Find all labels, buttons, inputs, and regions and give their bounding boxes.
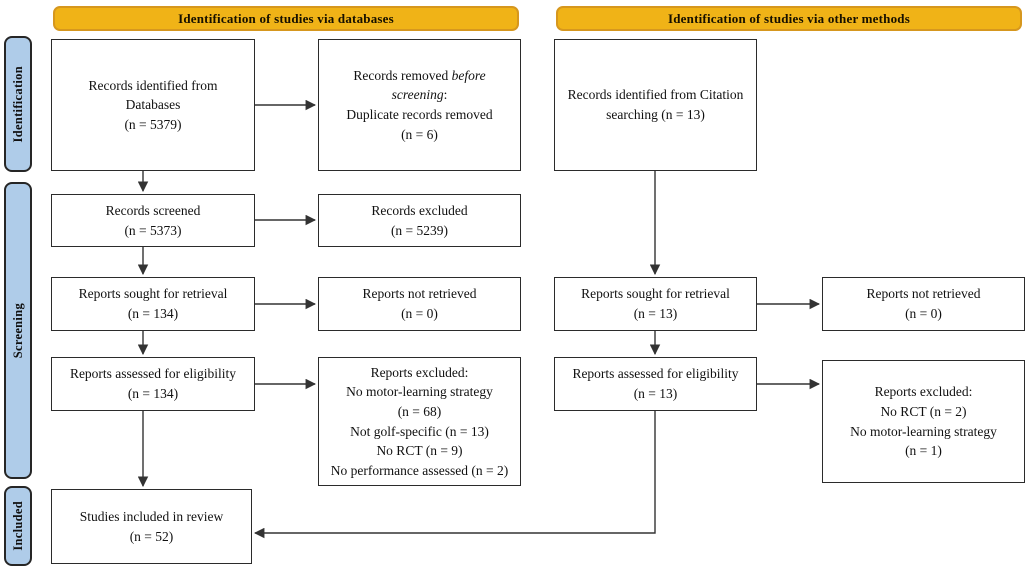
box-text-line: (n = 0) — [401, 306, 438, 321]
box-reports-assessed-databases: Reports assessed for eligibility (n = 13… — [51, 357, 255, 411]
box-text-line: (n = 5239) — [390, 222, 449, 238]
box-text-line: Records removed before screening: — [353, 67, 486, 103]
box-text-line: (n = 5379) — [124, 116, 182, 132]
box-text-line: Records excluded — [371, 202, 468, 218]
stage-screening: Screening — [4, 182, 32, 479]
header-databases: Identification of studies via databases — [53, 6, 519, 31]
box-text-line: No RCT (n = 2) — [880, 403, 967, 419]
box-text-line: Reports sought for retrieval — [581, 286, 730, 302]
box-text-line: Not golf-specific (n = 13) — [350, 423, 489, 439]
box-text-line: Reports not retrieved — [362, 286, 477, 302]
box-text-line: Duplicate records removed — [346, 107, 493, 122]
box-text-line: (n = 13) — [633, 386, 678, 401]
box-text-line: Records screened — [105, 202, 201, 218]
box-reports-not-retrieved-other: Reports not retrieved (n = 0) — [822, 277, 1025, 331]
stage-identification: Identification — [4, 36, 32, 172]
box-text-line: (n = 6) — [401, 126, 438, 142]
box-text-line: No performance assessed (n = 2) — [330, 462, 509, 478]
box-text-line: Reports excluded: — [874, 384, 973, 400]
box-text-line: No RCT (n = 9) — [376, 443, 463, 459]
box-text-line: Studies included in review — [79, 508, 224, 524]
box-records-removed-before-screening: Records removed before screening: Duplic… — [318, 39, 521, 171]
box-reports-sought-other: Reports sought for retrieval (n = 13) — [554, 277, 757, 331]
header-other-methods: Identification of studies via other meth… — [556, 6, 1022, 31]
box-text-line: Records identified from Citation — [567, 87, 744, 103]
box-text-line: No motor-learning strategy — [346, 384, 493, 400]
stage-identification-label: Identification — [10, 65, 25, 143]
stage-included-label: Included — [10, 501, 25, 551]
box-text-line: Reports assessed for eligibility — [69, 366, 237, 382]
box-text-line: No motor-learning strategy — [850, 423, 997, 439]
box-records-identified-databases: Records identified from Databases (n = 5… — [51, 39, 255, 171]
box-text-line: searching (n = 13) — [606, 107, 705, 122]
box-reports-excluded-databases: Reports excluded: No motor-learning stra… — [318, 357, 521, 486]
box-text-line: (n = 134) — [127, 386, 179, 401]
box-reports-assessed-other: Reports assessed for eligibility (n = 13… — [554, 357, 757, 411]
box-records-excluded: Records excluded (n = 5239) — [318, 194, 521, 247]
box-records-identified-citation: Records identified from Citation searchi… — [554, 39, 757, 171]
box-text-line: Reports not retrieved — [866, 286, 981, 302]
box-text-line: (n = 5373) — [124, 222, 182, 238]
box-reports-excluded-other: Reports excluded: No RCT (n = 2) No moto… — [822, 360, 1025, 483]
box-text-line: Reports excluded: — [370, 364, 469, 380]
box-text-line: (n = 68) — [397, 403, 442, 419]
stage-included: Included — [4, 486, 32, 566]
box-text-line: (n = 134) — [127, 306, 179, 321]
box-text-line: (n = 0) — [905, 306, 942, 321]
box-text-line: Reports sought for retrieval — [78, 286, 228, 302]
box-records-screened: Records screened (n = 5373) — [51, 194, 255, 247]
box-studies-included-review: Studies included in review (n = 52) — [51, 489, 252, 564]
box-text-line: (n = 13) — [633, 306, 678, 321]
box-reports-not-retrieved-databases: Reports not retrieved (n = 0) — [318, 277, 521, 331]
stage-screening-label: Screening — [10, 302, 25, 359]
box-reports-sought-databases: Reports sought for retrieval (n = 134) — [51, 277, 255, 331]
box-text-line: (n = 52) — [129, 528, 174, 544]
box-text-line: (n = 1) — [905, 443, 942, 459]
box-text-line: Reports assessed for eligibility — [572, 366, 739, 382]
box-text-line: Records identified from Databases — [88, 77, 218, 113]
